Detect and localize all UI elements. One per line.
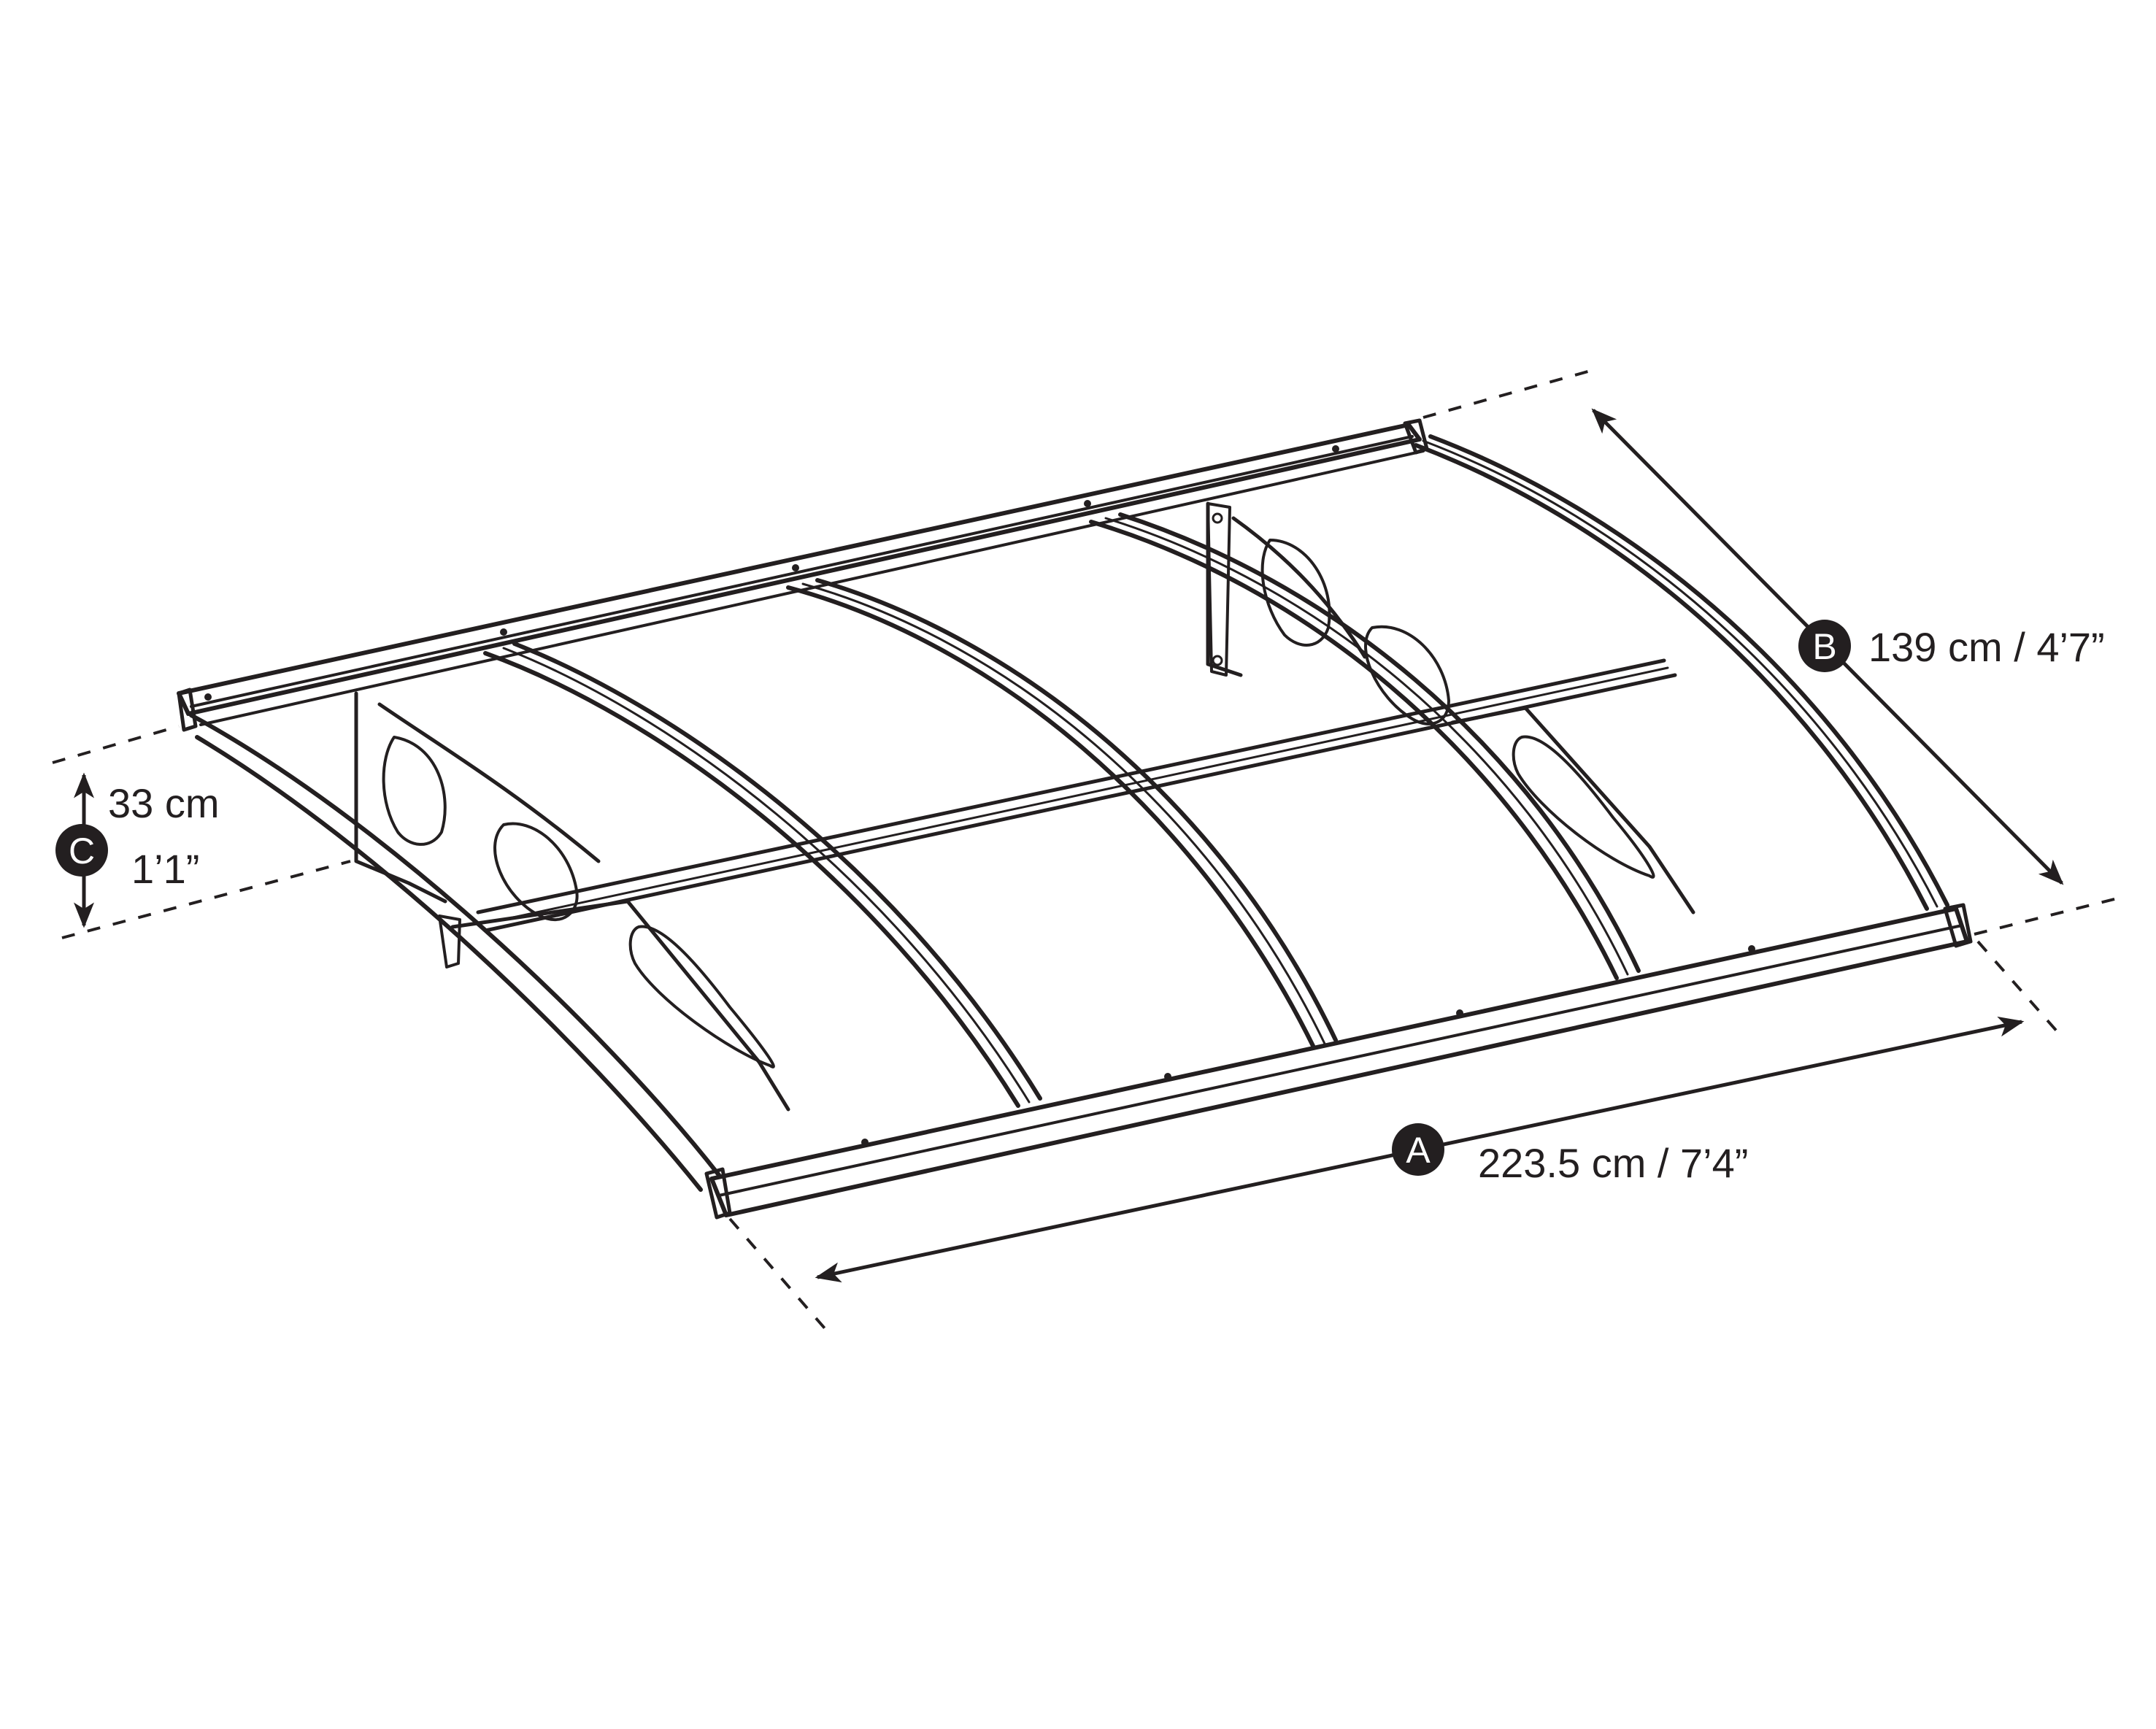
arch-rib-3: [1089, 512, 1641, 980]
back-rail: [177, 418, 1429, 732]
dimension-a-extension-left: [728, 1217, 826, 1330]
dimension-b-badge-letter: B: [1812, 626, 1836, 667]
arch-rib-2: [786, 578, 1338, 1050]
dimension-c-extension-bottom: [61, 860, 351, 939]
dimension-b-extension-bottom: [1974, 896, 2121, 936]
dimension-c: C 33 cm 1’1”: [52, 725, 351, 939]
dimension-b-badge: [1798, 620, 1851, 672]
arc-end-right: [1414, 434, 1949, 911]
brace-front-left: [450, 899, 790, 1112]
front-rail: [704, 903, 1973, 1220]
dimension-a-extension-right: [1976, 940, 2060, 1034]
dimension-c-badge-letter: C: [69, 831, 95, 871]
dimension-c-label-cm: 33 cm: [108, 780, 220, 826]
dimension-a-badge: [1392, 1123, 1444, 1176]
dimension-b: B 139 cm / 4’7”: [1422, 367, 2121, 936]
dimension-a-badge-letter: A: [1406, 1130, 1431, 1171]
dimension-c-label-imperial: 1’1”: [131, 846, 199, 892]
dimension-a-label: 223.5 cm / 7’4”: [1478, 1140, 1748, 1186]
dimension-b-label: 139 cm / 4’7”: [1868, 624, 2105, 670]
middle-rail: [476, 658, 1677, 933]
dimension-c-extension-top: [52, 725, 180, 764]
canopy-illustration: [177, 418, 1973, 1220]
dimension-b-extension-top: [1422, 367, 1599, 419]
dimension-c-badge: [55, 824, 108, 877]
brace-front-right: [1450, 706, 1695, 914]
dimension-a: A 223.5 cm / 7’4”: [728, 940, 2060, 1330]
arc-end-left: [189, 713, 721, 1192]
arch-rib-1: [483, 642, 1042, 1108]
